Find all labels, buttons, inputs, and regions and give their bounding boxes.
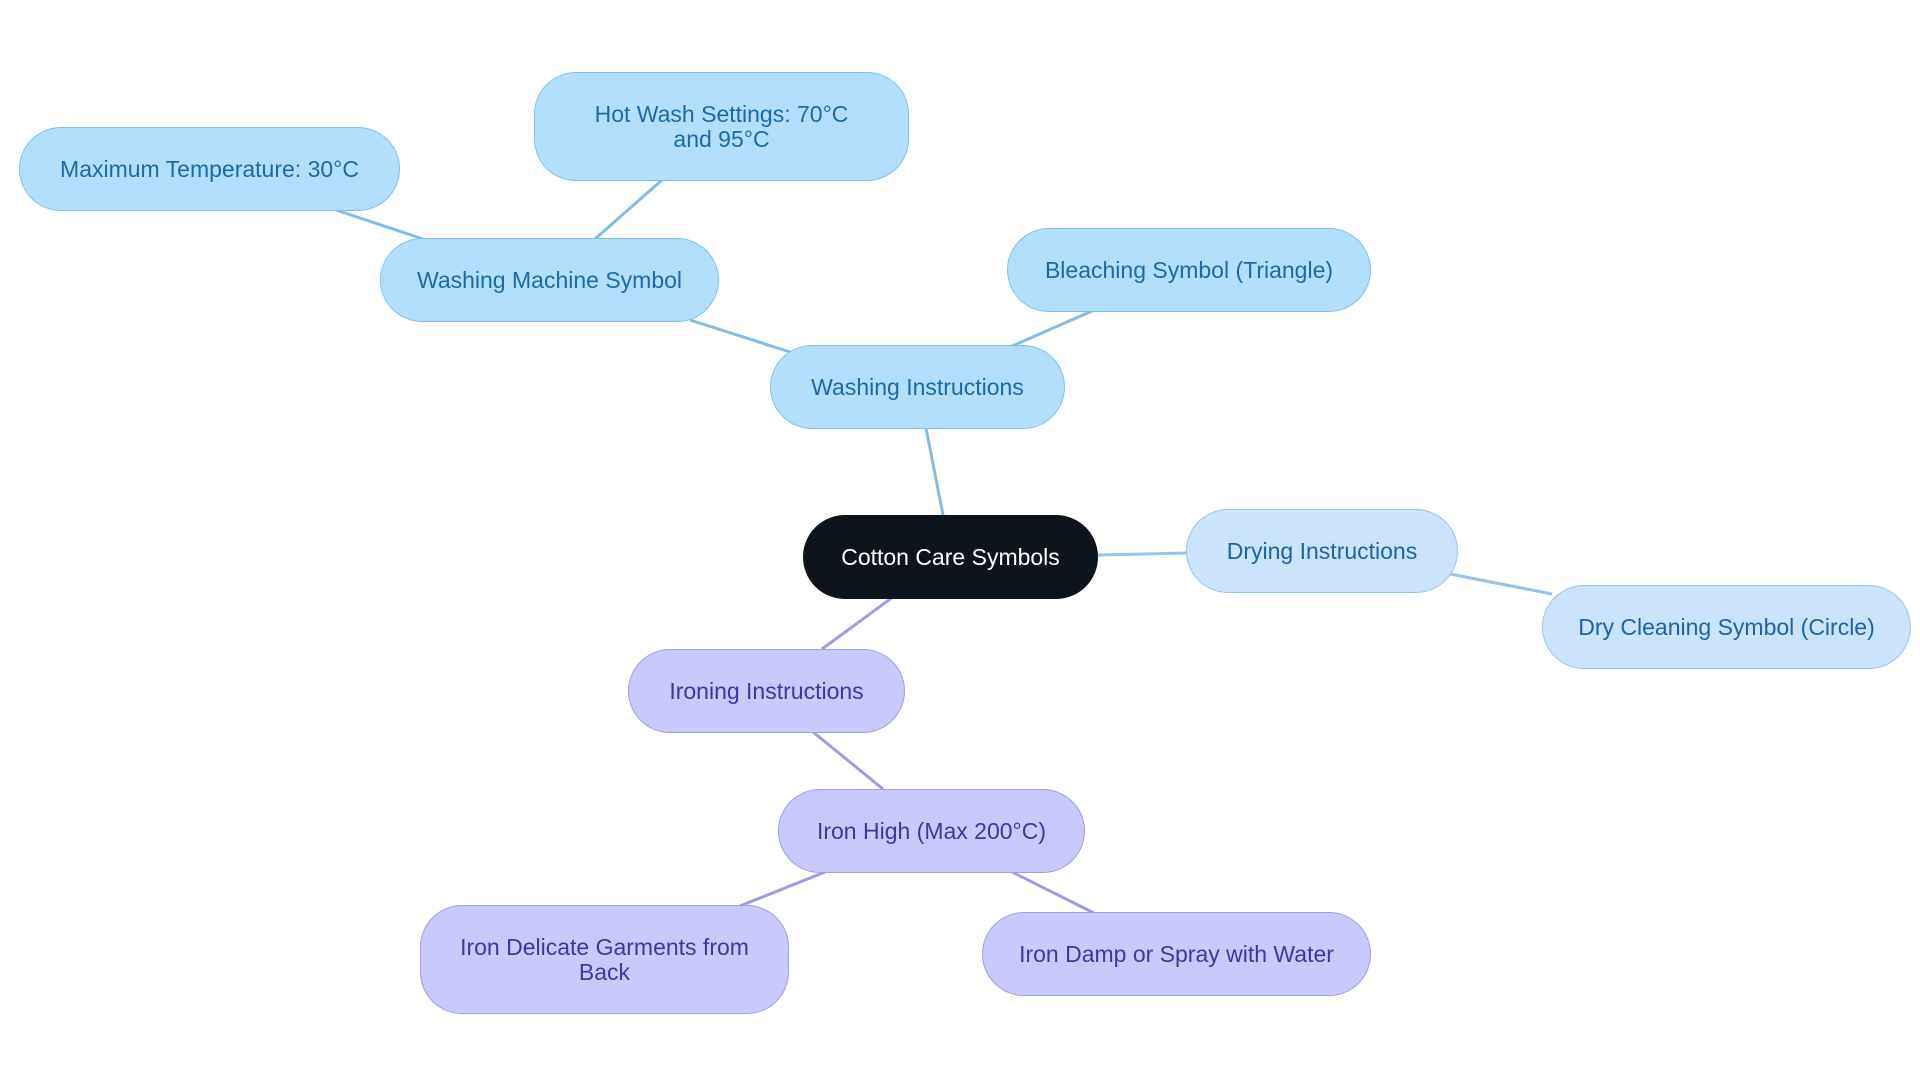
edge-ironhigh-damp (1011, 870, 1095, 915)
edge-root-ironing (821, 595, 894, 651)
edge-washing-bleaching (1009, 309, 1093, 349)
edge-ironing-ironhigh (812, 730, 884, 791)
bleaching-symbol-label: Bleaching Symbol (Triangle) (1044, 256, 1334, 283)
iron-damp-node: Iron Damp or Spray with Water (982, 912, 1371, 996)
dry-cleaning-symbol-label: Dry Cleaning Symbol (Circle) (1578, 613, 1875, 640)
edge-root-washing (924, 427, 945, 516)
washing-machine-symbol-label: Washing Machine Symbol (416, 266, 683, 293)
bleaching-symbol-node: Bleaching Symbol (Triangle) (1007, 228, 1371, 312)
dry-cleaning-symbol-node: Dry Cleaning Symbol (Circle) (1542, 585, 1911, 669)
iron-high-label: Iron High (Max 200°C) (816, 817, 1047, 844)
edge-ironhigh-delicate (739, 870, 826, 908)
iron-delicate-node: Iron Delicate Garments from Back (420, 905, 789, 1014)
edge-washing-machine (689, 318, 791, 354)
edge-drying-drycleaning (1449, 572, 1553, 596)
hot-wash-settings-label: Hot Wash Settings: 70°C and 95°C (594, 100, 849, 152)
washing-instructions-node: Washing Instructions (770, 345, 1065, 429)
washing-instructions-label: Washing Instructions (811, 373, 1024, 400)
maximum-temperature-label: Maximum Temperature: 30°C (60, 155, 359, 182)
edge-machine-maxtemp (335, 208, 424, 241)
hot-wash-settings-node: Hot Wash Settings: 70°C and 95°C (534, 72, 909, 181)
ironing-instructions-node: Ironing Instructions (628, 649, 905, 733)
washing-machine-symbol-node: Washing Machine Symbol (380, 238, 719, 322)
ironing-instructions-label: Ironing Instructions (669, 677, 864, 704)
drying-instructions-node: Drying Instructions (1186, 509, 1458, 593)
iron-delicate-label: Iron Delicate Garments from Back (460, 933, 749, 985)
iron-high-node: Iron High (Max 200°C) (778, 789, 1085, 873)
edge-machine-hotwash (594, 178, 663, 241)
root-node: Cotton Care Symbols (803, 515, 1098, 599)
iron-damp-label: Iron Damp or Spray with Water (1019, 940, 1334, 967)
maximum-temperature-node: Maximum Temperature: 30°C (19, 127, 400, 211)
root-label: Cotton Care Symbols (841, 543, 1060, 570)
edge-root-drying (1097, 551, 1187, 557)
drying-instructions-label: Drying Instructions (1226, 537, 1418, 564)
